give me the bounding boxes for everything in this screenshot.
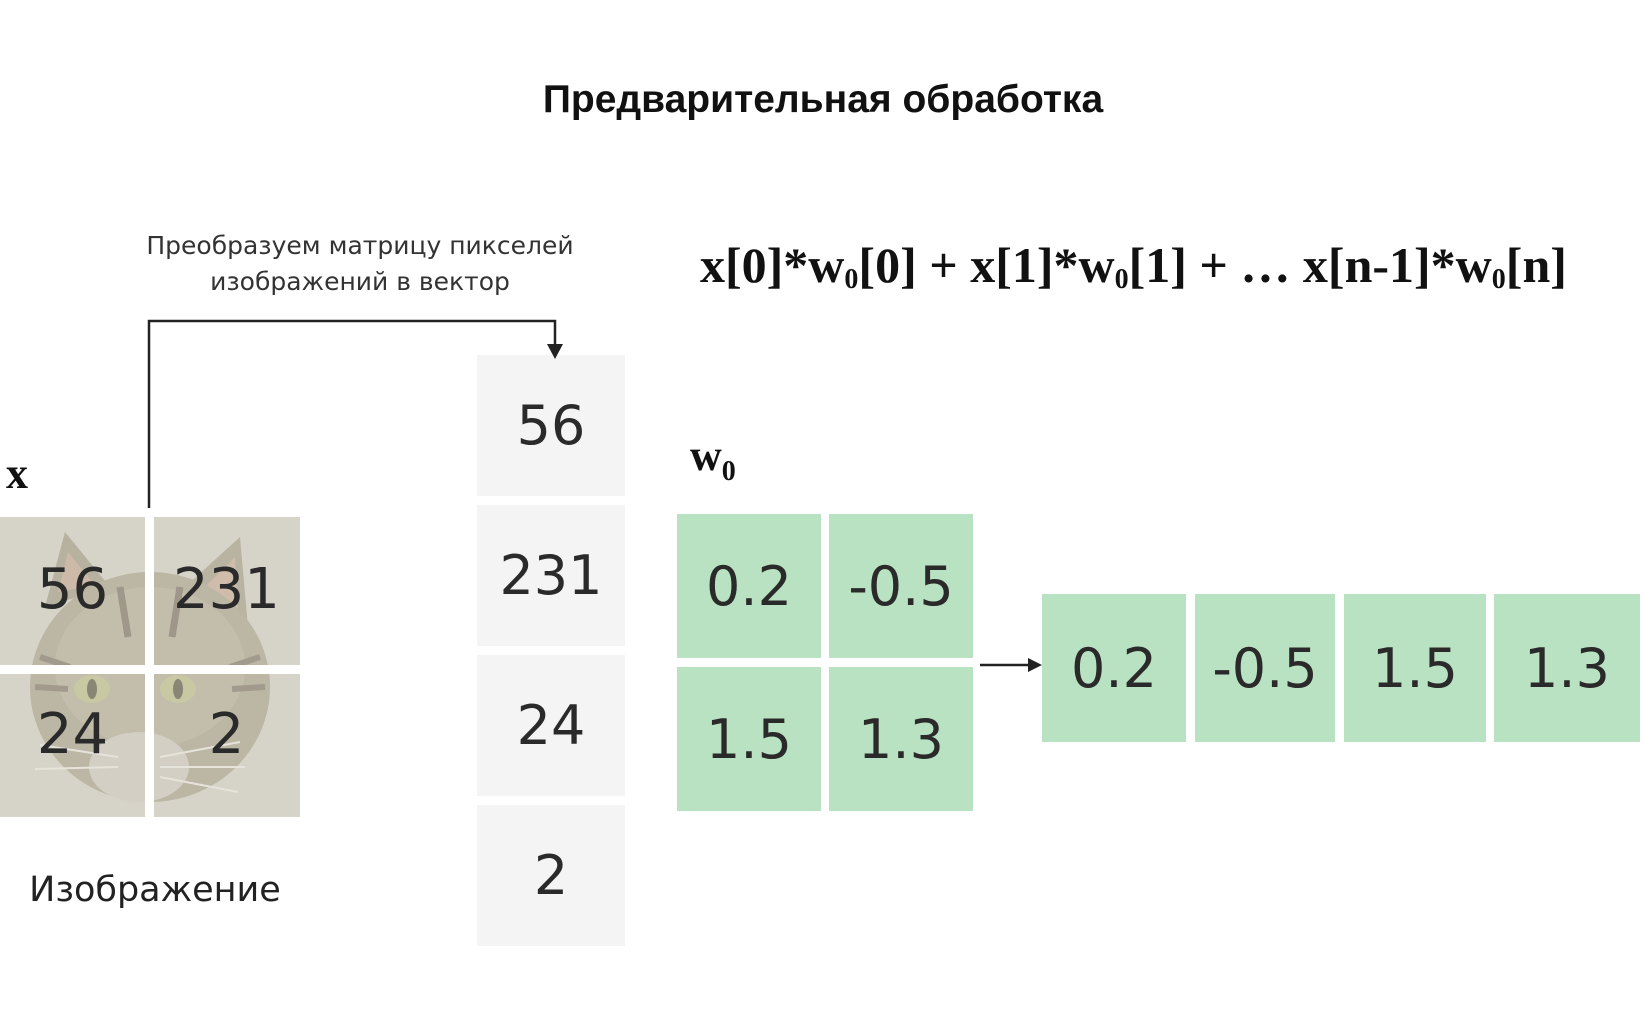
weight-vector-cell: 1.3 (1494, 594, 1640, 742)
w0-label: w0 (690, 430, 736, 487)
caption-line-2: изображений в вектор (210, 267, 510, 296)
w-label-sub: 0 (721, 456, 736, 487)
weight-matrix-cell: 0.2 (677, 514, 821, 658)
vector-cell: 56 (477, 355, 625, 496)
w-label-base: w (690, 431, 722, 480)
image-pixel: 56 (36, 557, 109, 622)
vector-cell: 24 (477, 655, 625, 796)
image-pixel: 24 (36, 702, 109, 767)
flatten-arrow (147, 319, 557, 508)
transform-caption: Преобразуем матрицу пикселей изображений… (100, 228, 620, 300)
formula-part-3: [1] + … x[n-1]*w (1128, 237, 1492, 293)
reshape-arrowhead (1028, 658, 1042, 672)
image-pixel: 2 (208, 702, 245, 767)
image-label: Изображение (29, 870, 281, 910)
formula-sub-3: 0 (1491, 264, 1506, 295)
image-pixel: 231 (173, 557, 280, 622)
weight-matrix-cell: 1.3 (829, 667, 973, 811)
x-label: x (6, 449, 28, 498)
formula-part-2: [0] + x[1]*w (858, 237, 1115, 293)
cat-picture (0, 517, 300, 817)
weight-vector-cell: -0.5 (1195, 594, 1335, 742)
formula-sub-1: 0 (844, 264, 859, 295)
weighted-sum-formula: x[0]*w0[0] + x[1]*w0[1] + … x[n-1]*w0[n] (700, 236, 1567, 295)
page-title: Предварительная обработка (542, 78, 1104, 121)
formula-part-1: x[0]*w (700, 237, 845, 293)
vector-cell: 2 (477, 805, 625, 946)
cat-image-matrix: 56 231 24 2 (0, 517, 300, 817)
formula-sub-2: 0 (1114, 264, 1129, 295)
weight-matrix-cell: 1.5 (677, 667, 821, 811)
weight-matrix-cell: -0.5 (829, 514, 973, 658)
flatten-arrowhead (547, 344, 563, 359)
formula-part-4: [n] (1505, 237, 1567, 293)
vector-cell: 231 (477, 505, 625, 646)
weight-vector-cell: 0.2 (1042, 594, 1186, 742)
weight-vector-cell: 1.5 (1344, 594, 1486, 742)
caption-line-1: Преобразуем матрицу пикселей (146, 231, 574, 260)
